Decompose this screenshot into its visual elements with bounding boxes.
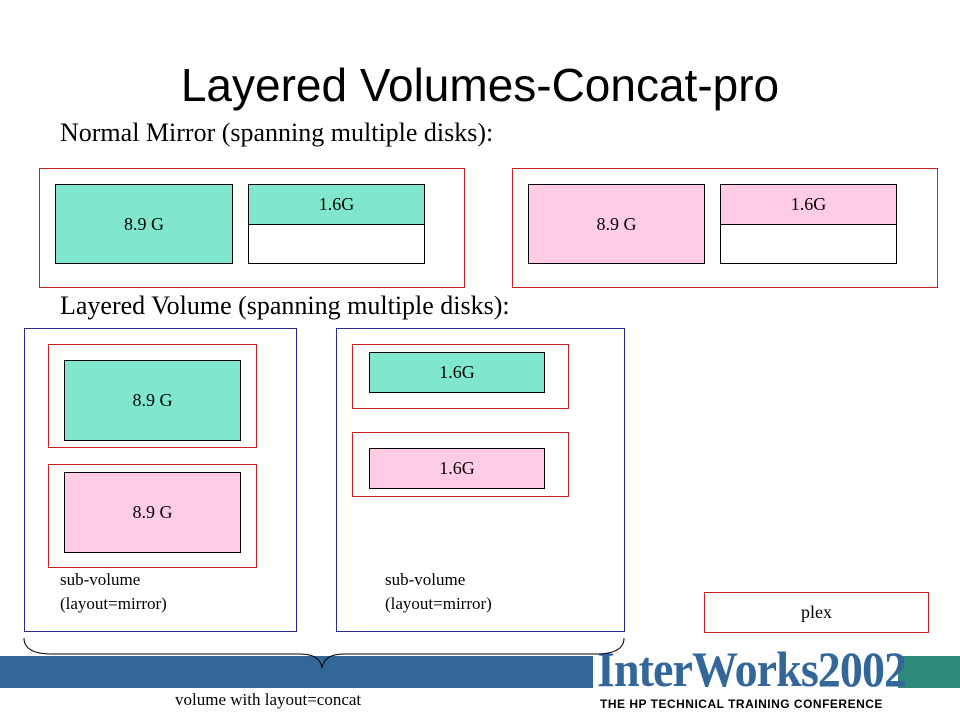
subvolume-2-plex-1: [352, 344, 569, 409]
normal-plex-2-unused-space: [720, 224, 897, 264]
subvolume-1-disk-b: 8.9 G: [64, 472, 241, 553]
subvolume-1-disk-a: 8.9 G: [64, 360, 241, 441]
logo-subtitle: THE HP TECHNICAL TRAINING CONFERENCE: [600, 697, 883, 711]
subvolume-2-caption-line-2: (layout=mirror): [385, 594, 492, 613]
normal-plex-2: [512, 168, 938, 288]
subvolume-1-caption-line-2: (layout=mirror): [60, 594, 167, 613]
logo-background: [593, 650, 898, 720]
footer-accent-stripe: [898, 656, 960, 688]
subvolume-1-caption-line-1: sub-volume: [60, 570, 141, 589]
normal-mirror-heading: Normal Mirror (spanning multiple disks):: [60, 118, 494, 147]
interworks-logo: InterWorks2002: [597, 641, 907, 697]
subvolume-1: [24, 328, 297, 632]
concat-brace: [23, 637, 625, 669]
normal-plex-1: [39, 168, 465, 288]
subvolume-2-disk-b: 1.6G: [369, 448, 545, 489]
normal-plex-1-disk-big: 8.9 G: [55, 184, 233, 264]
normal-plex-2-disk-big: 8.9 G: [528, 184, 705, 264]
subvolume-1-plex-1: [48, 344, 257, 448]
plex-legend: plex: [704, 592, 929, 633]
subvolume-2: [336, 328, 625, 632]
normal-plex-2-disk-small: 1.6G: [720, 184, 897, 225]
layered-volume-heading: Layered Volume (spanning multiple disks)…: [60, 291, 510, 320]
normal-plex-1-unused-space: [248, 224, 425, 264]
subvolume-2-caption-line-1: sub-volume: [385, 570, 466, 589]
subvolume-2-plex-2: [352, 432, 569, 497]
subvolume-2-disk-a: 1.6G: [369, 352, 545, 393]
normal-plex-1-disk-small: 1.6G: [248, 184, 425, 225]
concat-volume-label: volume with layout=concat: [175, 690, 362, 709]
subvolume-1-plex-2: [48, 464, 257, 568]
slide-title: Layered Volumes-Concat-pro: [180, 59, 780, 111]
